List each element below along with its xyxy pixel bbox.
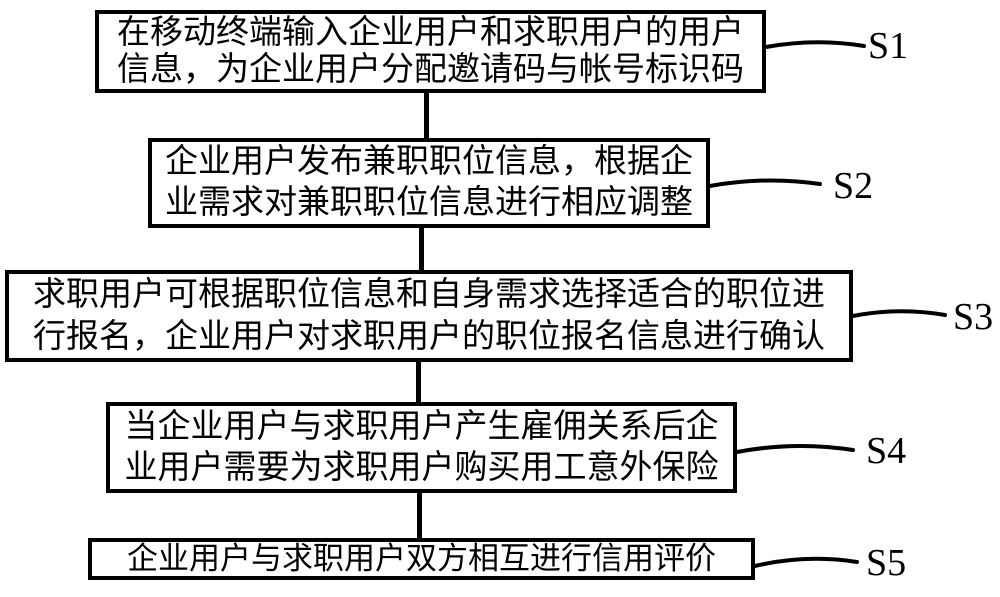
flow-step-box-s2: 企业用户发布兼职职位信息，根据企业需求对兼职职位信息进行相应调整 bbox=[148, 138, 710, 228]
connector-line-s3-s4 bbox=[416, 360, 421, 404]
step-label-s2: S2 bbox=[833, 165, 874, 207]
flow-step-text-s2: 企业用户发布兼职职位信息，根据企业需求对兼职职位信息进行相应调整 bbox=[165, 144, 693, 221]
leader-line-s5 bbox=[753, 556, 859, 568]
flow-step-box-s1: 在移动终端输入企业用户和求职用户的用户信息，为企业用户分配邀请码与帐号标识码 bbox=[95, 10, 766, 93]
step-label-s5: S5 bbox=[866, 542, 907, 584]
connector-line-s4-s5 bbox=[417, 491, 422, 539]
flow-step-text-s3: 求职用户可根据职位信息和自身需求选择适合的职位进行报名，企业用户对求职用户的职位… bbox=[33, 277, 825, 355]
step-label-s1: S1 bbox=[868, 25, 909, 67]
leader-line-s4 bbox=[735, 443, 855, 454]
flow-step-box-s4: 当企业用户与求职用户产生雇佣关系后企业用户需要为求职用户购买用工意外保险 bbox=[106, 402, 737, 493]
flow-step-text-s5: 企业用户与求职用户双方相互进行信用评价 bbox=[127, 541, 716, 576]
leader-line-s1 bbox=[764, 40, 866, 49]
connector-line-s1-s2 bbox=[424, 91, 429, 139]
flow-step-box-s5: 企业用户与求职用户双方相互进行信用评价 bbox=[88, 538, 755, 580]
flow-step-box-s3: 求职用户可根据职位信息和自身需求选择适合的职位进行报名，企业用户对求职用户的职位… bbox=[5, 270, 853, 362]
leader-line-s3 bbox=[851, 309, 947, 318]
step-label-s3: S3 bbox=[953, 296, 994, 338]
step-label-s4: S4 bbox=[866, 430, 907, 472]
flow-step-text-s4: 当企业用户与求职用户产生雇佣关系后企业用户需要为求职用户购买用工意外保险 bbox=[124, 408, 719, 486]
flow-step-text-s1: 在移动终端输入企业用户和求职用户的用户信息，为企业用户分配邀请码与帐号标识码 bbox=[117, 14, 744, 88]
connector-line-s2-s3 bbox=[419, 226, 424, 272]
leader-line-s2 bbox=[708, 178, 822, 188]
